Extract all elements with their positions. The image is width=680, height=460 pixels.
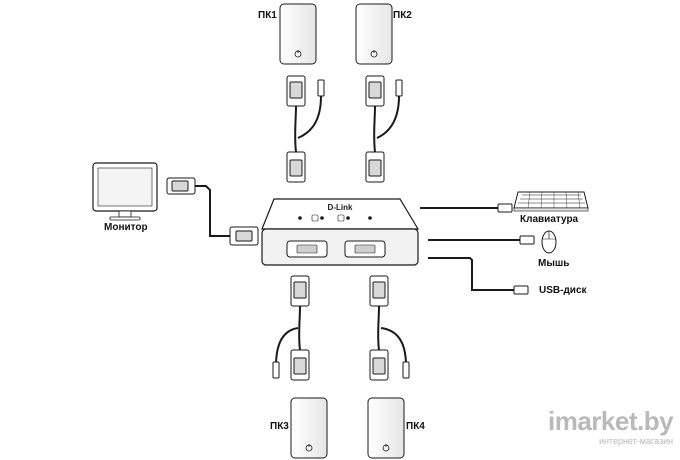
- keyboard-icon: [513, 191, 589, 212]
- switch-brand-logo: D-Link: [328, 203, 353, 212]
- pc1-cable-set: [286, 75, 325, 183]
- usb-disk-label: USB-диск: [539, 285, 587, 296]
- mouse-cable: [428, 235, 535, 245]
- monitor-cable: [166, 177, 259, 246]
- usb-disk-cable: [428, 257, 529, 295]
- pc3-tower: [290, 397, 328, 459]
- watermark-brand: imarket.by: [548, 406, 674, 436]
- mouse-label: Мышь: [538, 258, 570, 269]
- pc1-label: ПК1: [258, 10, 277, 21]
- pc3-cable-set: [272, 275, 310, 381]
- pc3-label: ПК3: [270, 421, 289, 432]
- watermark-tagline: интернет-магазин: [598, 436, 674, 446]
- monitor-icon: [92, 162, 158, 221]
- keyboard-cable: [420, 203, 513, 213]
- pc1-tower: [279, 3, 317, 65]
- kvm-switch: D-Link: [261, 198, 420, 266]
- pc4-cable-set: [369, 275, 410, 381]
- mouse-icon: [541, 230, 557, 254]
- pc2-tower: [355, 3, 393, 65]
- watermark: imarket.by интернет-магазин: [548, 406, 674, 446]
- pc4-tower: [367, 397, 405, 459]
- pc4-label: ПК4: [406, 421, 425, 432]
- pc2-cable-set: [365, 75, 403, 183]
- keyboard-label: Клавиатура: [520, 214, 579, 225]
- monitor-label: Монитор: [104, 222, 148, 233]
- pc2-label: ПК2: [393, 10, 412, 21]
